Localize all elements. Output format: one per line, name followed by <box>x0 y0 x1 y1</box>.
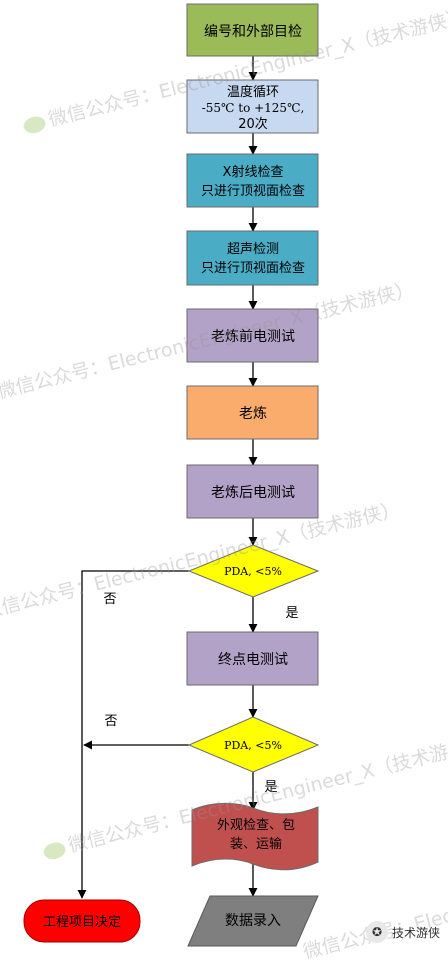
label-no-1: 否 <box>103 592 116 607</box>
wechat-logo-icon: ✪ <box>365 921 388 943</box>
step-xray-box <box>186 153 319 208</box>
arrow-no-1 <box>77 570 189 899</box>
step-ultrasonic-line2: 只进行顶视面检查 <box>201 261 305 276</box>
wechat-icon <box>41 839 68 861</box>
label-yes-2: 是 <box>264 780 277 795</box>
step-pre-burnin-test-box <box>186 308 319 363</box>
step-pre-burnin-test: 老炼前电测试 <box>211 328 295 345</box>
step-incoming-inspection: 编号和外部目检 <box>204 24 302 40</box>
step-engineering-decision-box <box>23 899 141 943</box>
step-final-test-box <box>186 631 319 686</box>
step-post-burnin-test: 老炼后电测试 <box>211 485 295 501</box>
step-temp-cycle-line2: -55℃ to +125℃, <box>202 101 305 115</box>
step-temp-cycle-line1: 温度循环 <box>227 84 279 100</box>
step-ultrasonic-line1: 超声检测 <box>227 242 279 257</box>
step-xray-line1: X射线检查 <box>223 164 284 180</box>
brand-name: 技术游侠 <box>391 925 440 940</box>
decision-pda-1 <box>187 544 320 598</box>
label-no-2: 否 <box>104 714 117 729</box>
decision-pda-2-label: PDA, <5% <box>224 739 282 752</box>
step-temp-cycle-line3: 20次 <box>238 116 268 132</box>
step-visual-pack-line2: 装、运输 <box>230 836 282 852</box>
step-ultrasonic-box <box>186 230 319 286</box>
step-incoming-inspection-box <box>186 3 319 57</box>
step-burnin: 老炼 <box>239 406 267 422</box>
step-final-test: 终点电测试 <box>218 652 288 668</box>
decision-pda-2 <box>187 716 320 773</box>
step-burnin-box <box>186 385 319 440</box>
step-engineering-decision: 工程项目决定 <box>43 915 121 930</box>
wechat-icon <box>21 113 48 135</box>
step-visual-pack-line1: 外观检查、包 <box>217 818 295 833</box>
step-xray-line2: 只进行顶视面检查 <box>201 184 305 199</box>
step-data-entry: 数据录入 <box>225 913 281 929</box>
label-yes-1: 是 <box>285 606 298 621</box>
step-temp-cycle-box <box>186 79 319 134</box>
brand-badge: ✪ 技术游侠 <box>365 921 440 943</box>
step-data-entry-shape <box>187 895 319 947</box>
step-visual-pack-shape <box>191 802 319 871</box>
decision-pda-1-label: PDA, <5% <box>224 565 282 578</box>
step-post-burnin-test-box <box>186 464 319 519</box>
